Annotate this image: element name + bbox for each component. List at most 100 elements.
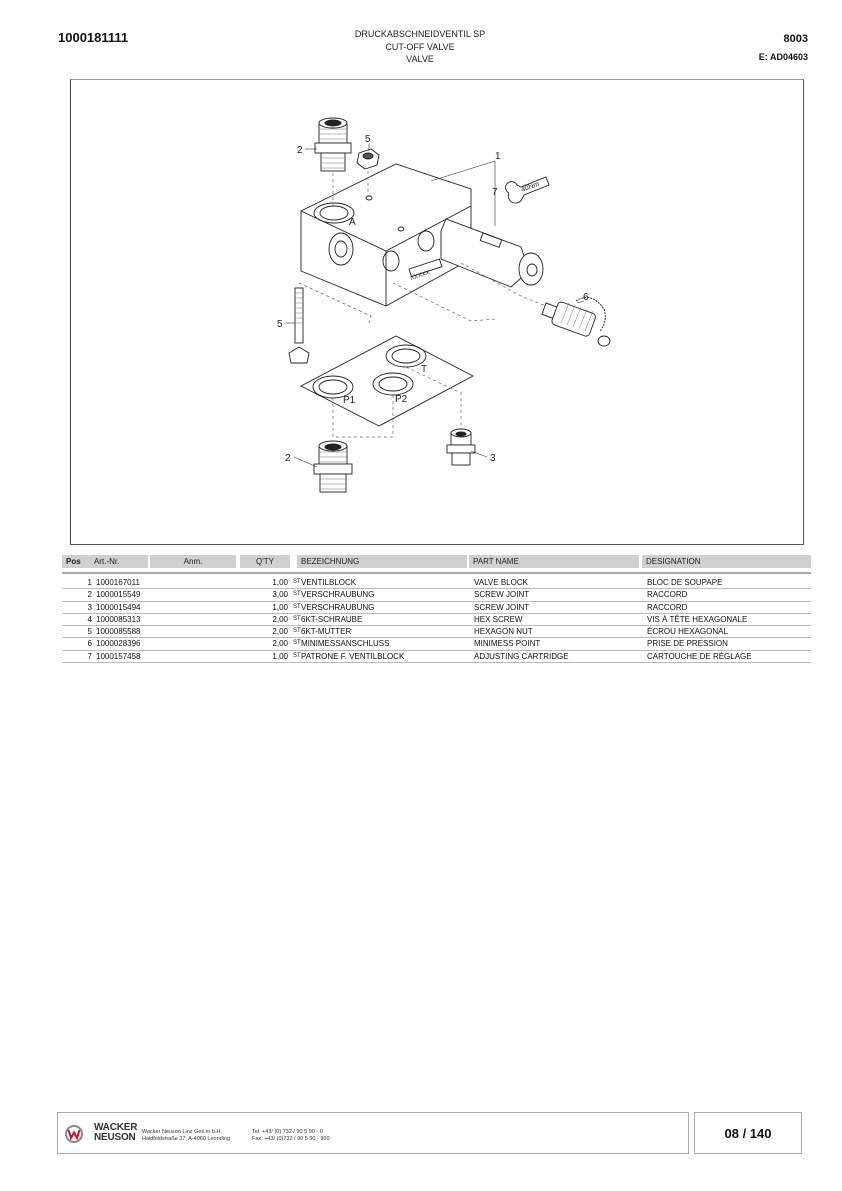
cell-bezeichnung: 6KT-MUTTER: [301, 627, 352, 637]
port-label-p1: P1: [343, 395, 356, 406]
table-row: 7 1000157458 1,00 ST PATRONE F. VENTILBL…: [62, 651, 811, 664]
cell-pos: 7: [87, 651, 92, 661]
wacker-neuson-logo-icon: [65, 1125, 83, 1143]
cell-unit: ST: [293, 640, 301, 647]
brand-line-1: WACKER: [94, 1122, 138, 1133]
cell-pos: 5: [87, 627, 92, 637]
cell-part-name: VALVE BLOCK: [474, 578, 528, 587]
cell-designation: ÉCROU HEXAGONAL: [647, 627, 728, 637]
callout-6: 6: [583, 292, 589, 303]
header-part-name: PART NAME: [469, 555, 639, 568]
header-anm: Anm.: [150, 555, 236, 568]
cell-designation: CARTOUCHE DE RÉGLAGE: [647, 651, 752, 661]
callout-3: 3: [490, 453, 496, 464]
cell-qty: 2,00: [272, 627, 288, 637]
company-street: Haidfeldstraße 37, A-4060 Leonding: [142, 1136, 231, 1142]
cell-bezeichnung: VENTILBLOCK: [301, 578, 357, 587]
header-designation: DESIGNATION: [642, 555, 811, 568]
table-body: 1 1000167011 1,00 ST VENTILBLOCK VALVE B…: [62, 577, 811, 664]
port-label-p2: P2: [395, 394, 408, 405]
torque-wrench-icon: 40Nm: [505, 176, 550, 204]
cell-qty: 2,00: [272, 614, 288, 624]
gasket-plate-drawing: [300, 335, 474, 427]
title-french: VALVE: [406, 54, 434, 64]
table-row: 2 1000015549 3,00 ST VERSCHRAUBUNG SCREW…: [62, 589, 811, 602]
cell-part-name: ADJUSTING CARTRIDGE: [474, 651, 569, 661]
header-qty: Q'TY: [240, 555, 290, 568]
fax: Fax. +43/ (0)732 / 90 5 90 - 900: [252, 1136, 330, 1142]
header-art-nr: Art.-Nr.: [90, 555, 148, 568]
cell-unit: ST: [293, 615, 301, 622]
parts-table: Pos Art.-Nr. Anm. Q'TY BEZEICHNUNG PART …: [62, 555, 811, 664]
cell-art-nr: 1000167011: [96, 578, 140, 587]
company-contact: Tel. +43/ (0) 732 / 90 5 90 - 0 Fax. +43…: [252, 1129, 330, 1143]
company-address: Wacker Neuson Linz Ges.m.b.H. Haidfeldst…: [142, 1129, 230, 1143]
document-number: 1000181111: [58, 30, 129, 45]
cell-qty: 2,00: [272, 639, 288, 649]
screw-joint-small-drawing: [446, 428, 476, 466]
cell-pos: 3: [87, 602, 92, 612]
cell-unit: ST: [293, 652, 301, 659]
cell-art-nr: 1000157458: [96, 651, 141, 661]
cell-part-name: HEXAGON NUT: [474, 627, 533, 637]
marking-label: XXXXX: [410, 270, 431, 282]
cell-designation: VIS À TÊTE HEXAGONALE: [647, 614, 748, 624]
cell-pos: 2: [87, 590, 92, 600]
cell-qty: 1,00: [272, 578, 288, 587]
callout-2-bottom: 2: [285, 453, 291, 464]
title-german: DRUCKABSCHNEIDVENTIL SP: [354, 29, 486, 39]
cell-art-nr: 1000015494: [96, 602, 141, 612]
cell-unit: ST: [293, 579, 301, 585]
brand-line-2: NEUSON: [94, 1132, 136, 1143]
cell-pos: 4: [87, 614, 92, 624]
minimess-point-drawing: [541, 296, 611, 347]
cell-bezeichnung: 6KT-SCHRAUBE: [301, 614, 363, 624]
cell-designation: PRISE DE PRESSION: [647, 639, 728, 649]
table-row: 1 1000167011 1,00 ST VENTILBLOCK VALVE B…: [62, 577, 811, 590]
telephone: Tel. +43/ (0) 732 / 90 5 90 - 0: [252, 1129, 323, 1135]
page-code: 8003: [783, 33, 808, 45]
table-row: 3 1000015494 1,00 ST VERSCHRAUBUNG SCREW…: [62, 602, 811, 614]
header-bezeichnung: BEZEICHNUNG: [297, 555, 467, 568]
page-reference: 8003 E: AD04603: [759, 30, 808, 66]
title-english: CUT-OFF VALVE: [385, 41, 455, 52]
cell-qty: 1,00: [272, 602, 288, 612]
callout-7: 7: [492, 187, 498, 198]
port-label-t: T: [421, 364, 427, 375]
cell-art-nr: 1000028396: [96, 639, 141, 649]
table-row: 6 1000028396 2,00 ST MINIMESSANSCHLUSS M…: [62, 638, 811, 651]
port-label-a: A: [349, 217, 356, 228]
brand-wordmark: WACKER NEUSON: [94, 1123, 137, 1143]
title-block: DRUCKABSCHNEIDVENTIL SP CUT-OFF VALVE VA…: [300, 28, 540, 66]
footer-company-box: WACKER NEUSON Wacker Neuson Linz Ges.m.b…: [57, 1112, 689, 1154]
cell-unit: ST: [293, 591, 301, 598]
cell-bezeichnung: VERSCHRAUBUNG: [301, 590, 375, 600]
cell-part-name: SCREW JOINT: [474, 590, 530, 600]
cell-unit: ST: [293, 603, 301, 610]
cell-designation: RACCORD: [647, 590, 688, 600]
cell-art-nr: 1000085313: [96, 614, 141, 624]
cell-qty: 3,00: [272, 590, 288, 600]
callout-2-top: 2: [297, 145, 303, 156]
cell-part-name: HEX SCREW: [474, 614, 523, 624]
hex-screw-drawing: [288, 287, 310, 364]
header-pos: Pos: [62, 555, 90, 568]
adjusting-cartridge-drawing: [440, 218, 544, 288]
cell-art-nr: 1000015549: [96, 590, 141, 600]
table-row: 4 1000085313 2,00 ST 6KT-SCHRAUBE HEX SC…: [62, 614, 811, 627]
cell-part-name: MINIMESS POINT: [474, 639, 541, 649]
screw-joint-top-drawing: [314, 117, 352, 172]
cell-designation: BLOC DE SOUPAPE: [647, 578, 723, 587]
callout-5-bolt: 5: [277, 319, 283, 330]
drawing-reference: E: AD04603: [758, 52, 808, 62]
company-name: Wacker Neuson Linz Ges.m.b.H.: [142, 1129, 222, 1135]
cell-qty: 1,00: [272, 651, 288, 661]
cell-designation: RACCORD: [647, 602, 688, 612]
cell-pos: 6: [87, 639, 92, 649]
callout-1: 1: [495, 151, 501, 162]
cell-pos: 1: [87, 578, 92, 587]
cell-bezeichnung: MINIMESSANSCHLUSS: [301, 639, 390, 649]
exploded-view-figure: XXXXX: [70, 79, 804, 545]
page-indicator: 08 / 140: [694, 1112, 802, 1154]
table-row: 5 1000085588 2,00 ST 6KT-MUTTER HEXAGON …: [62, 626, 811, 639]
